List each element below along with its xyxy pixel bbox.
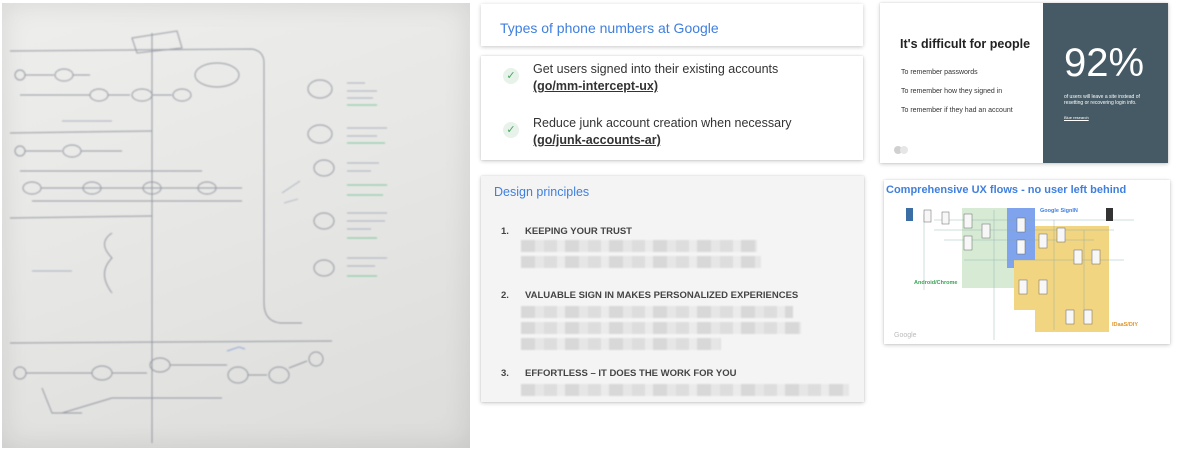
difficult-slide: It's difficult for people To remember pa…	[880, 3, 1168, 163]
redacted-text	[521, 240, 757, 252]
difficult-title: It's difficult for people	[900, 37, 1031, 51]
google-footer-logo: Google	[894, 332, 917, 339]
principle-item: 3. EFFORTLESS – IT DOES THE WORK FOR YOU	[501, 368, 736, 379]
redacted-text	[521, 384, 849, 396]
stat-caption: of users will leave a site instead of re…	[1064, 94, 1140, 106]
design-principles-card: Design principles 1. KEEPING YOUR TRUST 2…	[481, 176, 864, 402]
phone-type-item: ✓ Reduce junk account creation when nece…	[503, 115, 791, 149]
phone-type-item-link[interactable]: (go/mm-intercept-ux)	[533, 79, 658, 93]
google-logo-icon	[894, 146, 908, 154]
redacted-text	[521, 338, 721, 350]
ux-label-android: Android/Chrome	[914, 280, 958, 286]
ux-label-google-signin: Google SignIN	[1040, 208, 1078, 214]
ux-flows-title: Comprehensive UX flows - no user left be…	[886, 184, 1127, 196]
checkmark-icon: ✓	[503, 122, 519, 138]
principle-label: EFFORTLESS – IT DOES THE WORK FOR YOU	[525, 368, 737, 379]
redacted-text	[521, 256, 761, 268]
stat-panel: 92% of users will leave a site instead o…	[1043, 3, 1168, 163]
difficult-item: To remember passwords	[901, 69, 978, 76]
principle-number: 3.	[501, 368, 509, 379]
phone-type-item-link[interactable]: (go/junk-accounts-ar)	[533, 133, 661, 147]
phone-types-title-bar: Types of phone numbers at Google	[481, 4, 863, 46]
stat-value: 92%	[1064, 41, 1145, 85]
ux-flow-graphic	[906, 208, 1134, 340]
whiteboard-photo	[2, 3, 470, 448]
difficult-item: To remember how they signed in	[901, 88, 1003, 95]
phone-types-title: Types of phone numbers at Google	[500, 20, 719, 36]
phone-type-item-text: Get users signed into their existing acc…	[533, 62, 779, 76]
whiteboard-sketch	[9, 30, 387, 443]
principle-label: VALUABLE SIGN IN MAKES PERSONALIZED EXPE…	[525, 290, 799, 301]
phone-types-card: ✓ Get users signed into their existing a…	[481, 56, 863, 160]
phone-type-item: ✓ Get users signed into their existing a…	[503, 61, 778, 95]
design-principles-title: Design principles	[494, 185, 590, 199]
phone-type-item-text: Reduce junk account creation when necess…	[533, 116, 792, 130]
ux-flow-diagram: Google SignIN Android/Chrome IDaaS/DIY	[884, 200, 1170, 344]
principle-item: 2. VALUABLE SIGN IN MAKES PERSONALIZED EX…	[501, 290, 798, 301]
checkmark-icon: ✓	[503, 68, 519, 84]
redacted-text	[521, 306, 793, 318]
ux-flows-card: Comprehensive UX flows - no user left be…	[884, 180, 1170, 344]
principle-number: 2.	[501, 290, 509, 301]
stat-source-link[interactable]: Blue research	[1064, 115, 1089, 120]
principle-item: 1. KEEPING YOUR TRUST	[501, 226, 632, 237]
principle-number: 1.	[501, 226, 509, 237]
redacted-text	[521, 322, 801, 334]
principle-label: KEEPING YOUR TRUST	[525, 226, 632, 237]
ux-label-idaas: IDaaS/DIY	[1112, 322, 1138, 328]
difficult-item: To remember if they had an account	[901, 107, 1013, 114]
